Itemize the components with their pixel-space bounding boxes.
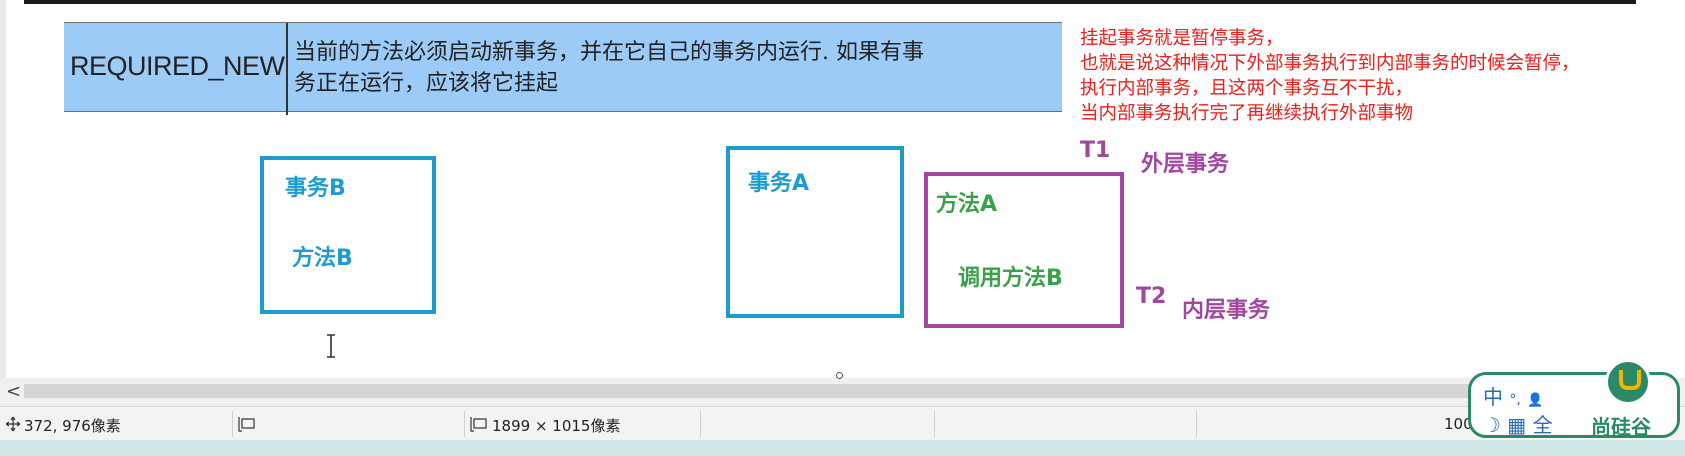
image-size: 1899 × 1015像素 bbox=[492, 417, 621, 435]
image-size-icon bbox=[470, 417, 487, 432]
outer-transaction-label: 外层事务 bbox=[1141, 152, 1230, 177]
method-a-box bbox=[924, 172, 1124, 328]
ime-moon-icon[interactable]: ☽ bbox=[1483, 413, 1501, 437]
propagation-table-row: REQUIRED_NEW 当前的方法必须启动新事务，并在它自己的事务内运行. 如… bbox=[64, 22, 1062, 115]
propagation-name: REQUIRED_NEW bbox=[70, 51, 285, 81]
description-line-2: 务正在运行，应该将它挂起 bbox=[294, 71, 559, 96]
ime-options[interactable]: ☽ ▦ 全 bbox=[1483, 409, 1553, 438]
ime-punctuation-icon[interactable]: °, bbox=[1509, 392, 1521, 408]
propagation-description: 当前的方法必须启动新事务，并在它自己的事务内运行. 如果有事 务正在运行，应该将… bbox=[294, 37, 1054, 99]
slide-top-border bbox=[24, 0, 1636, 4]
cursor-position: 372, 976像素 bbox=[24, 417, 121, 435]
call-method-b-label: 调用方法B bbox=[958, 266, 1063, 291]
brand-name: 尚硅谷 bbox=[1591, 415, 1651, 439]
status-divider bbox=[1196, 411, 1197, 437]
transaction-a-title: 事务A bbox=[748, 171, 810, 196]
ime-language-label: 中 bbox=[1483, 385, 1503, 409]
brand-logo-icon bbox=[1605, 359, 1651, 405]
description-line-1: 当前的方法必须启动新事务，并在它自己的事务内运行. 如果有事 bbox=[294, 40, 924, 65]
scrollbar-thumb[interactable] bbox=[24, 384, 1584, 398]
move-cursor-icon bbox=[6, 417, 20, 431]
ime-user-icon[interactable]: 👤 bbox=[1527, 393, 1544, 408]
note-line-1: 挂起事务就是暂停事务， bbox=[1080, 28, 1284, 49]
ime-toolbar[interactable]: 中 °, 👤 ☽ ▦ 全 尚硅谷 bbox=[1468, 359, 1680, 439]
resize-handle-icon[interactable] bbox=[836, 372, 843, 379]
method-a-label: 方法A bbox=[936, 192, 998, 217]
selection-size-icon bbox=[238, 417, 255, 432]
ime-keyboard-icon[interactable]: ▦ bbox=[1507, 413, 1527, 437]
horizontal-scrollbar[interactable]: < ⌄ bbox=[0, 372, 1685, 406]
note-line-4: 当内部事务执行完了再继续执行外部事物 bbox=[1080, 103, 1414, 124]
ime-language-toggle[interactable]: 中 °, 👤 bbox=[1483, 381, 1543, 410]
table-column-divider bbox=[286, 23, 288, 115]
text-cursor-icon bbox=[327, 334, 335, 358]
status-divider bbox=[700, 411, 701, 437]
t2-marker: T2 bbox=[1136, 284, 1167, 309]
zoom-level[interactable]: 100 bbox=[1444, 415, 1473, 433]
transaction-a-box bbox=[726, 146, 904, 318]
annotation-note: 挂起事务就是暂停事务， 也就是说这种情况下外部事务执行到内部事务的时候会暂停， … bbox=[1080, 26, 1580, 126]
ime-fullwidth-toggle[interactable]: 全 bbox=[1532, 413, 1553, 437]
method-b-label: 方法B bbox=[292, 246, 353, 271]
status-divider bbox=[232, 411, 233, 437]
note-line-2: 也就是说这种情况下外部事务执行到内部事务的时候会暂停， bbox=[1080, 53, 1580, 74]
taskbar bbox=[0, 440, 1685, 456]
inner-transaction-label: 内层事务 bbox=[1182, 298, 1271, 323]
image-canvas[interactable]: REQUIRED_NEW 当前的方法必须启动新事务，并在它自己的事务内运行. 如… bbox=[0, 0, 1685, 378]
transaction-b-title: 事务B bbox=[285, 176, 346, 201]
status-divider bbox=[934, 411, 935, 437]
scroll-left-icon[interactable]: < bbox=[6, 381, 22, 402]
t1-marker: T1 bbox=[1080, 138, 1111, 163]
canvas-left-edge bbox=[0, 0, 6, 378]
transaction-b-box bbox=[260, 156, 436, 314]
status-bar: 372, 976像素 1899 × 1015像素 100 bbox=[0, 406, 1685, 441]
status-divider bbox=[464, 411, 465, 437]
note-line-3: 执行内部事务，且这两个事务互不干扰， bbox=[1080, 78, 1414, 99]
